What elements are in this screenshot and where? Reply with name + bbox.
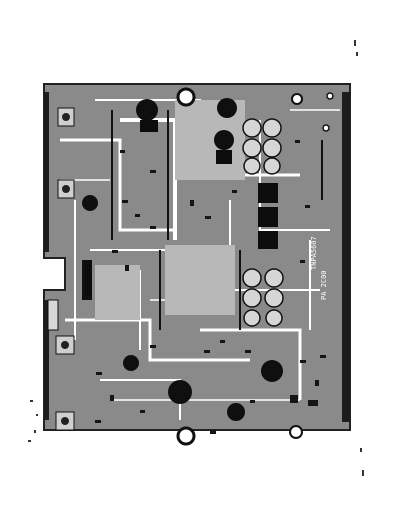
- capacitor-cluster-top: [242, 118, 282, 175]
- silkscreen-board-id: TNPA5607: [310, 236, 318, 270]
- smd-components: [95, 140, 326, 434]
- heatsink-strips: [111, 110, 323, 330]
- power-transistor-blocks: [85, 120, 278, 296]
- capacitor-cluster-bottom: [242, 268, 284, 327]
- silkscreen-labels: TNPA5607 PA 2C00: [310, 236, 328, 300]
- electrolytic-capacitors: [82, 98, 283, 421]
- mounting-holes: [176, 87, 334, 446]
- silkscreen-part-label: PA 2C00: [320, 270, 328, 300]
- scan-noise: [28, 40, 364, 476]
